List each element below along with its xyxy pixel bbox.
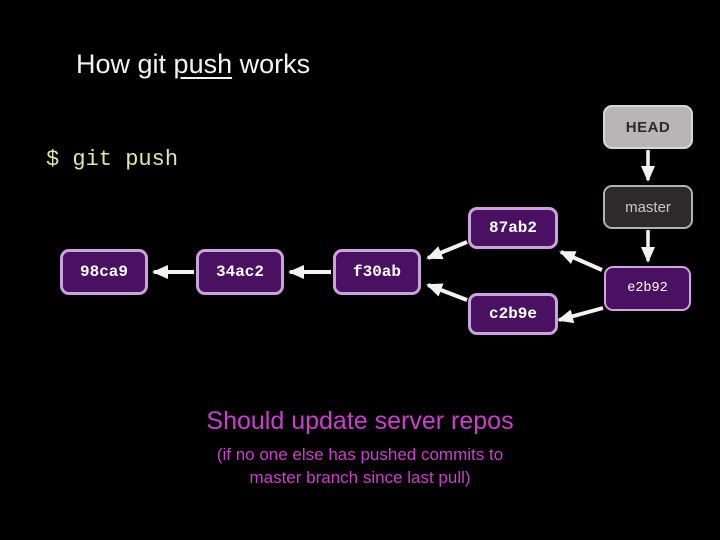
- slide-title-prefix: How git: [76, 49, 174, 79]
- commit-node-e2b92: e2b92: [604, 266, 691, 311]
- commit-node-34ac2: 34ac2: [196, 249, 284, 295]
- commit-node-c2b9e: c2b9e: [468, 293, 558, 335]
- slide-title-suffix: works: [232, 49, 311, 79]
- commit-node-98ca9: 98ca9: [60, 249, 148, 295]
- slide-title: How git push works: [76, 49, 310, 80]
- edge-e2b92-to-87ab2: [559, 250, 603, 272]
- terminal-command: $ git push: [46, 147, 179, 172]
- master-branch-box: master: [603, 185, 693, 229]
- caption-block: Should update server repos (if no one el…: [110, 407, 610, 489]
- commit-node-87ab2: 87ab2: [468, 207, 558, 249]
- edge-e2b92-to-c2b9e: [557, 306, 604, 324]
- commit-node-f30ab: f30ab: [333, 249, 421, 295]
- slide-title-emphasis: push: [173, 49, 233, 79]
- edge-c2b9e-to-f30ab: [426, 283, 468, 302]
- head-ref-box: HEAD: [603, 105, 693, 149]
- edge-87ab2-to-f30ab: [426, 240, 468, 260]
- caption-subtext-line1: (if no one else has pushed commits to: [216, 445, 504, 464]
- caption-subtext: (if no one else has pushed commits to ma…: [110, 443, 610, 489]
- caption-heading: Should update server repos: [206, 407, 514, 435]
- caption-subtext-line2: master branch since last pull): [249, 468, 471, 487]
